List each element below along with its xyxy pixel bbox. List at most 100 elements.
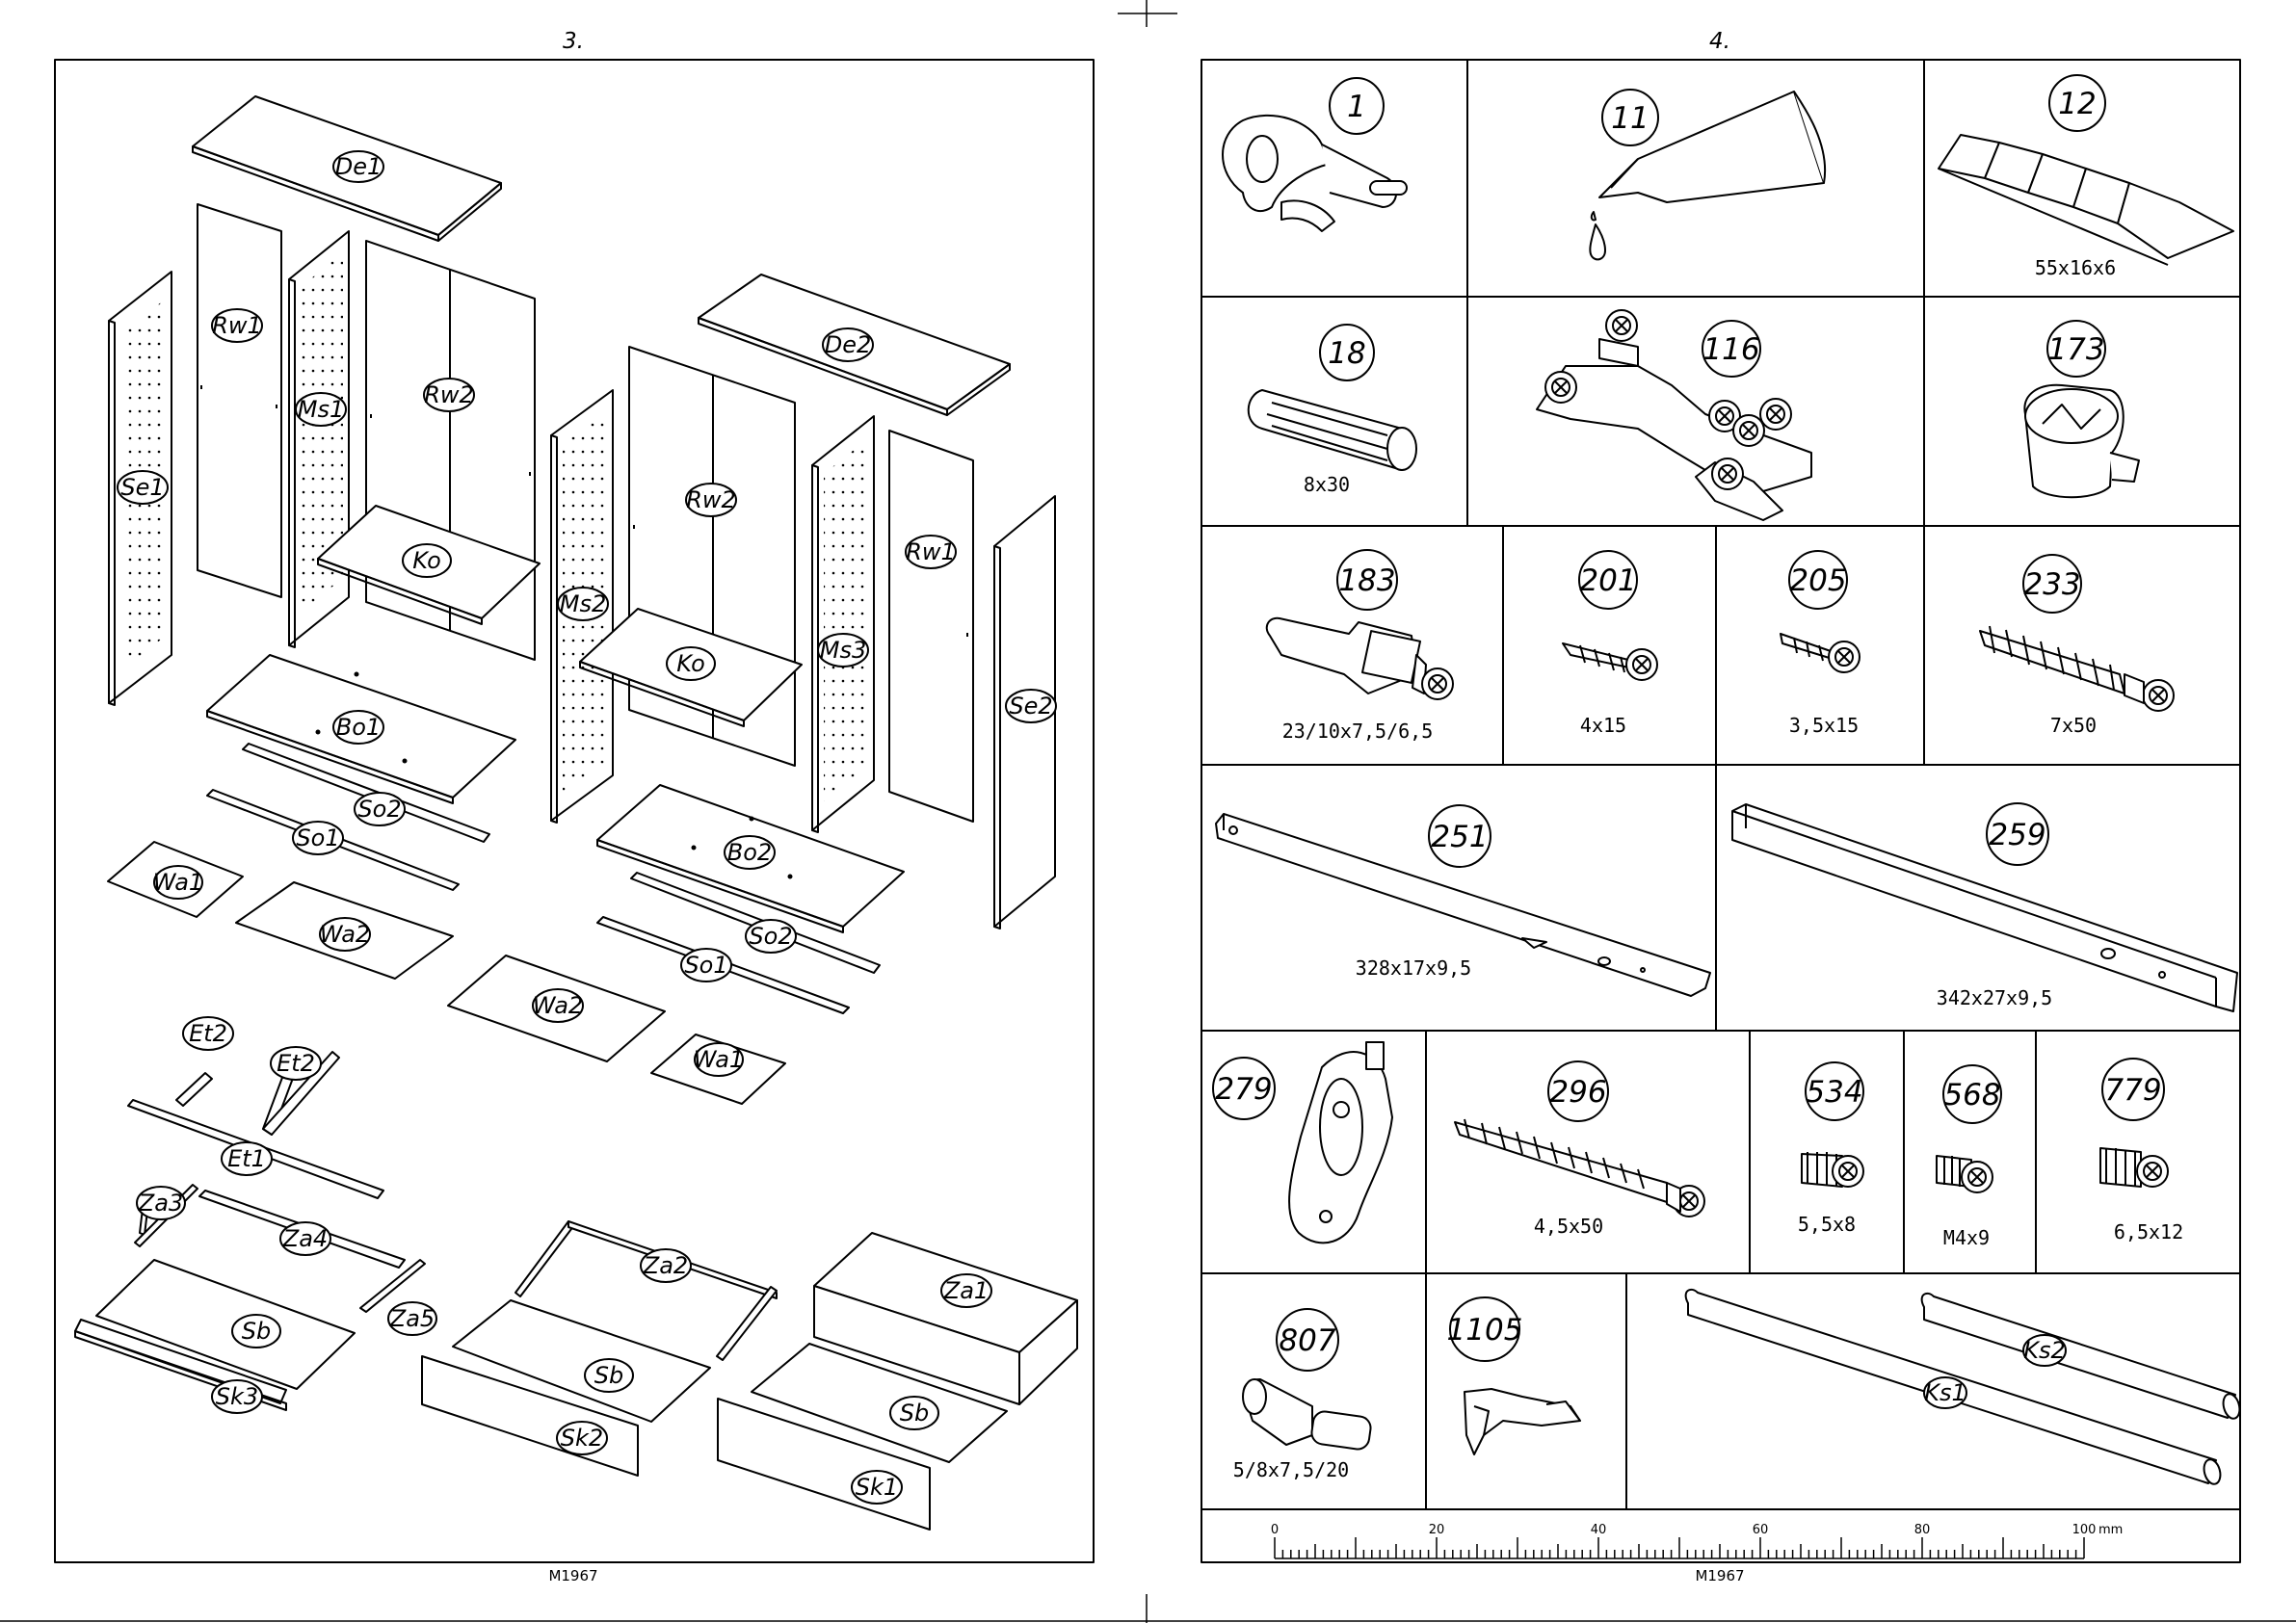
item-534-number: 534: [1806, 1075, 1862, 1110]
label-rw1-left: Rw1: [212, 312, 262, 339]
item-1105-drawing: [1464, 1388, 1581, 1455]
item-12-number: 12: [2058, 87, 2096, 121]
ruler-labels: 0 20 40 60 80 100 mm: [1271, 1523, 2123, 1537]
label-sb-b: Sb: [594, 1362, 623, 1389]
label-sb-c: Sb: [900, 1400, 929, 1427]
label-wa1-right: Wa1: [694, 1046, 744, 1073]
item-173-number: 173: [2047, 332, 2104, 367]
item-807-drawing: [1242, 1378, 1372, 1451]
ruler-label-40: 40: [1591, 1523, 1607, 1537]
item-296-drawing: [1454, 1118, 1705, 1217]
page-code-left: M1967: [548, 1567, 598, 1584]
item-ks1-label: Ks1: [1924, 1379, 1966, 1406]
item-173-drawing: [2023, 383, 2140, 499]
label-rw2-left: Rw2: [424, 381, 474, 408]
item-534-drawing: [1801, 1152, 1864, 1188]
part-ms3: [811, 415, 875, 833]
item-18-number: 18: [1328, 336, 1365, 371]
part-label-bubbles: [117, 150, 1057, 1505]
label-de1: De1: [335, 153, 383, 180]
ruler: [1274, 1537, 2085, 1559]
item-183-number: 183: [1338, 563, 1395, 598]
item-779-drawing: [2099, 1147, 2169, 1188]
item-205-drawing: [1780, 633, 1861, 673]
left-page-frame: [54, 59, 1095, 1563]
part-et2-a: [175, 1072, 213, 1107]
item-568-drawing: [1936, 1155, 1993, 1193]
item-296-dim: 4,5x50: [1534, 1215, 1603, 1238]
label-et2-a: Et2: [189, 1020, 227, 1047]
page-number-left: 3.: [563, 29, 584, 54]
ruler-label-100: 100: [2072, 1523, 2097, 1537]
label-so1-left: So1: [296, 825, 339, 851]
item-259-dim: 342x27x9,5: [1937, 986, 2052, 1009]
item-1105-number: 1105: [1447, 1313, 1523, 1348]
label-sk3: Sk3: [216, 1383, 258, 1410]
label-ko-right: Ko: [676, 650, 705, 677]
item-233-number: 233: [2023, 567, 2080, 602]
ruler-label-80: 80: [1914, 1523, 1931, 1537]
label-sb-a: Sb: [242, 1318, 271, 1345]
label-za3: Za3: [138, 1190, 183, 1217]
item-568-dim: M4x9: [1943, 1226, 1990, 1249]
item-279-drawing: [1288, 1041, 1393, 1244]
item-11-drawing: [1589, 91, 1827, 261]
part-rw1-right: [888, 430, 974, 823]
label-wa2-right: Wa2: [533, 992, 583, 1019]
part-labels: De1 Rw1 Se1 Ms1 Rw2 Ko Bo1 So2 So1 Wa1 W…: [120, 153, 1052, 1501]
label-et1: Et1: [227, 1145, 266, 1172]
item-296-number: 296: [1549, 1075, 1606, 1110]
item-251-drawing: [1215, 813, 1711, 997]
hardware-numbers: 1 11 12 18 116 173 183 201 205 233 251 2…: [1215, 87, 2161, 1406]
item-259-drawing: [1731, 803, 2238, 1012]
label-ms1: Ms1: [298, 396, 344, 423]
item-205-number: 205: [1789, 563, 1846, 598]
item-251-number: 251: [1431, 820, 1488, 854]
label-de2: De2: [825, 331, 872, 358]
label-so2-right: So2: [749, 923, 792, 950]
label-sk1: Sk1: [856, 1474, 898, 1501]
item-116-number: 116: [1702, 332, 1759, 367]
hardware-dimensions: 55x16x6 8x30 23/10x7,5/6,5 4x15 3,5x15 7…: [1233, 256, 2183, 1481]
item-18-dim: 8x30: [1304, 473, 1350, 496]
item-183-drawing: [1265, 616, 1454, 700]
label-za5: Za5: [389, 1305, 435, 1332]
label-bo2: Bo2: [727, 839, 772, 866]
item-259-number: 259: [1989, 818, 2045, 852]
ruler-label-60: 60: [1753, 1523, 1769, 1537]
item-12-dim: 55x16x6: [2035, 256, 2116, 279]
item-233-dim: 7x50: [2050, 714, 2097, 737]
item-201-number: 201: [1579, 563, 1636, 598]
item-12-drawing: [1938, 134, 2234, 266]
item-1-drawing: [1222, 114, 1408, 232]
hardware-grid: [1201, 59, 2241, 1563]
page-number-right: 4.: [1709, 29, 1730, 54]
item-251-dim: 328x17x9,5: [1356, 956, 1471, 980]
label-za2: Za2: [643, 1252, 688, 1279]
part-ms1: [288, 230, 350, 648]
item-116-drawing: [1536, 309, 1812, 521]
item-201-drawing: [1562, 642, 1658, 681]
label-sk2: Sk2: [561, 1425, 603, 1452]
page-code-right: M1967: [1695, 1567, 1745, 1584]
item-1-number: 1: [1347, 90, 1366, 124]
label-se2: Se2: [1009, 693, 1052, 720]
hardware-bubbles: [1212, 74, 2165, 1409]
ruler-label-0: 0: [1271, 1523, 1279, 1537]
item-201-dim: 4x15: [1580, 714, 1626, 737]
item-205-dim: 3,5x15: [1789, 714, 1859, 737]
item-ks2-label: Ks2: [2023, 1337, 2066, 1364]
item-534-dim: 5,5x8: [1798, 1213, 1856, 1236]
label-wa2-left: Wa2: [320, 921, 370, 948]
item-183-dim: 23/10x7,5/6,5: [1282, 720, 1434, 743]
label-ms2: Ms2: [560, 590, 606, 617]
item-779-dim: 6,5x12: [2114, 1220, 2183, 1243]
label-rw1-right: Rw1: [906, 538, 956, 565]
item-568-number: 568: [1943, 1078, 2000, 1113]
item-233-drawing: [1979, 625, 2175, 712]
hardware-drawings: [1215, 91, 2241, 1485]
label-so1-right: So1: [684, 952, 727, 979]
ruler-label-20: 20: [1429, 1523, 1445, 1537]
item-807-dim: 5/8x7,5/20: [1233, 1458, 1349, 1481]
